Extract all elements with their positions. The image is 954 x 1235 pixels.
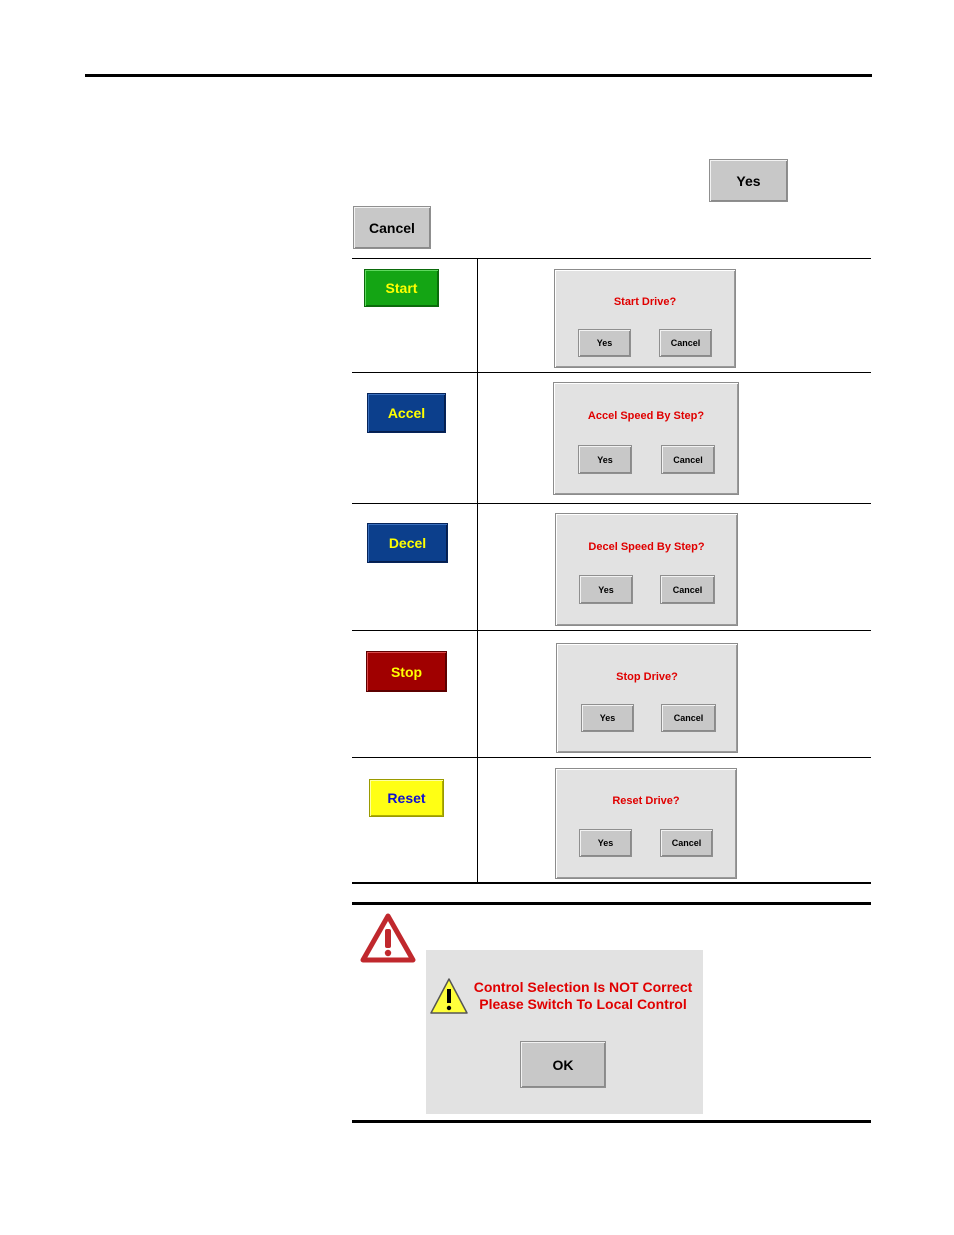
warning-line-1: Control Selection Is NOT Correct: [472, 979, 694, 996]
cancel-button[interactable]: Cancel: [353, 206, 431, 249]
table-top-rule: [352, 258, 871, 259]
accel-button[interactable]: Accel: [367, 393, 446, 433]
dialog-cancel-button[interactable]: Cancel: [660, 829, 713, 857]
warning-icon: [429, 977, 469, 1017]
attention-icon: [360, 912, 416, 964]
dialog-yes-button[interactable]: Yes: [578, 329, 631, 357]
row-divider: [352, 372, 871, 373]
warning-top-rule: [352, 902, 871, 905]
dialog-cancel-button[interactable]: Cancel: [661, 704, 716, 732]
warning-message: Control Selection Is NOT Correct Please …: [472, 979, 694, 1013]
row-divider: [352, 630, 871, 631]
dialog-prompt: Start Drive?: [555, 296, 735, 308]
dialog-cancel-button[interactable]: Cancel: [661, 445, 715, 474]
dialog-yes-button[interactable]: Yes: [579, 575, 633, 604]
control-selection-dialog: Control Selection Is NOT Correct Please …: [426, 950, 703, 1114]
accel-speed-dialog: Accel Speed By Step? Yes Cancel: [553, 382, 739, 495]
column-divider: [477, 258, 478, 884]
dialog-prompt: Reset Drive?: [556, 795, 736, 807]
stop-button[interactable]: Stop: [366, 651, 447, 692]
reset-button[interactable]: Reset: [369, 779, 444, 817]
dialog-prompt: Decel Speed By Step?: [556, 541, 737, 553]
reset-drive-dialog: Reset Drive? Yes Cancel: [555, 768, 737, 879]
decel-speed-dialog: Decel Speed By Step? Yes Cancel: [555, 513, 738, 626]
stop-drive-dialog: Stop Drive? Yes Cancel: [556, 643, 738, 753]
start-drive-dialog: Start Drive? Yes Cancel: [554, 269, 736, 368]
dialog-cancel-button[interactable]: Cancel: [659, 329, 712, 357]
ok-button[interactable]: OK: [520, 1041, 606, 1088]
warning-bottom-rule: [352, 1120, 871, 1123]
dialog-yes-button[interactable]: Yes: [581, 704, 634, 732]
start-button[interactable]: Start: [364, 269, 439, 307]
dialog-cancel-button[interactable]: Cancel: [660, 575, 715, 604]
dialog-prompt: Stop Drive?: [557, 671, 737, 683]
table-bottom-rule: [352, 882, 871, 884]
row-divider: [352, 757, 871, 758]
row-divider: [352, 503, 871, 504]
yes-button[interactable]: Yes: [709, 159, 788, 202]
dialog-prompt: Accel Speed By Step?: [554, 410, 738, 422]
dialog-yes-button[interactable]: Yes: [579, 829, 632, 857]
decel-button[interactable]: Decel: [367, 523, 448, 563]
warning-line-2: Please Switch To Local Control: [472, 996, 694, 1013]
top-rule: [85, 74, 872, 77]
dialog-yes-button[interactable]: Yes: [578, 445, 632, 474]
